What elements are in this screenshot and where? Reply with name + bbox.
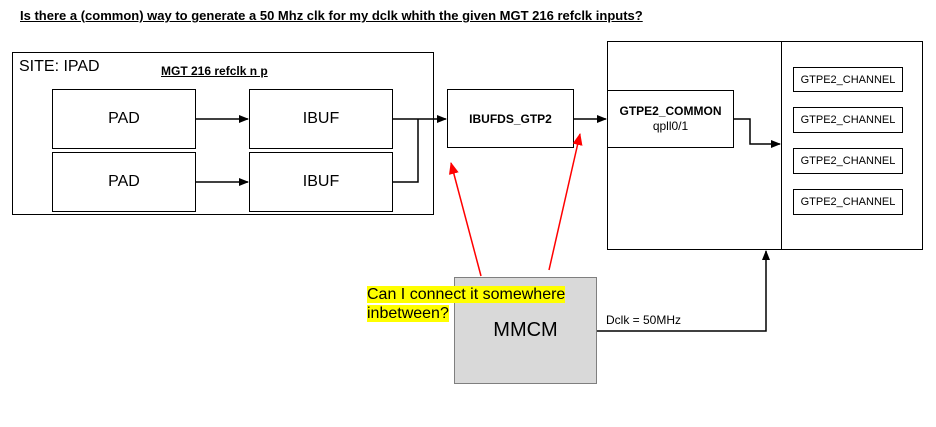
question-line-1: Can I connect it somewhere	[367, 286, 566, 303]
gtpe2-channel-1: GTPE2_CHANNEL	[793, 67, 903, 92]
mgt-refclk-label: MGT 216 refclk n p	[161, 64, 268, 78]
gtpe2-common-title: GTPE2_COMMON	[619, 104, 722, 118]
site-label: SITE: IPAD	[19, 58, 100, 75]
ibufds-gtp2-block: IBUFDS_GTP2	[447, 89, 574, 148]
ibuf-block-2: IBUF	[249, 152, 393, 212]
pad-block-2: PAD	[52, 152, 196, 212]
gtpe2-common-block: GTPE2_COMMON qpll0/1	[607, 90, 734, 148]
red-arrow-to-common	[548, 133, 583, 271]
question-line-2: inbetween?	[367, 305, 449, 322]
pad-block-1: PAD	[52, 89, 196, 149]
question-annotation: Can I connect it somewhere inbetween?	[367, 285, 566, 323]
page-title: Is there a (common) way to generate a 50…	[20, 8, 643, 23]
ibuf-block-1: IBUF	[249, 89, 393, 149]
gtpe2-channel-2: GTPE2_CHANNEL	[793, 107, 903, 133]
red-arrow-to-ibufds	[448, 162, 482, 277]
dclk-label: Dclk = 50MHz	[606, 313, 682, 327]
gtpe2-channel-4: GTPE2_CHANNEL	[793, 189, 903, 215]
gtpe2-common-sub: qpll0/1	[652, 119, 689, 133]
gtpe2-channel-3: GTPE2_CHANNEL	[793, 148, 903, 174]
